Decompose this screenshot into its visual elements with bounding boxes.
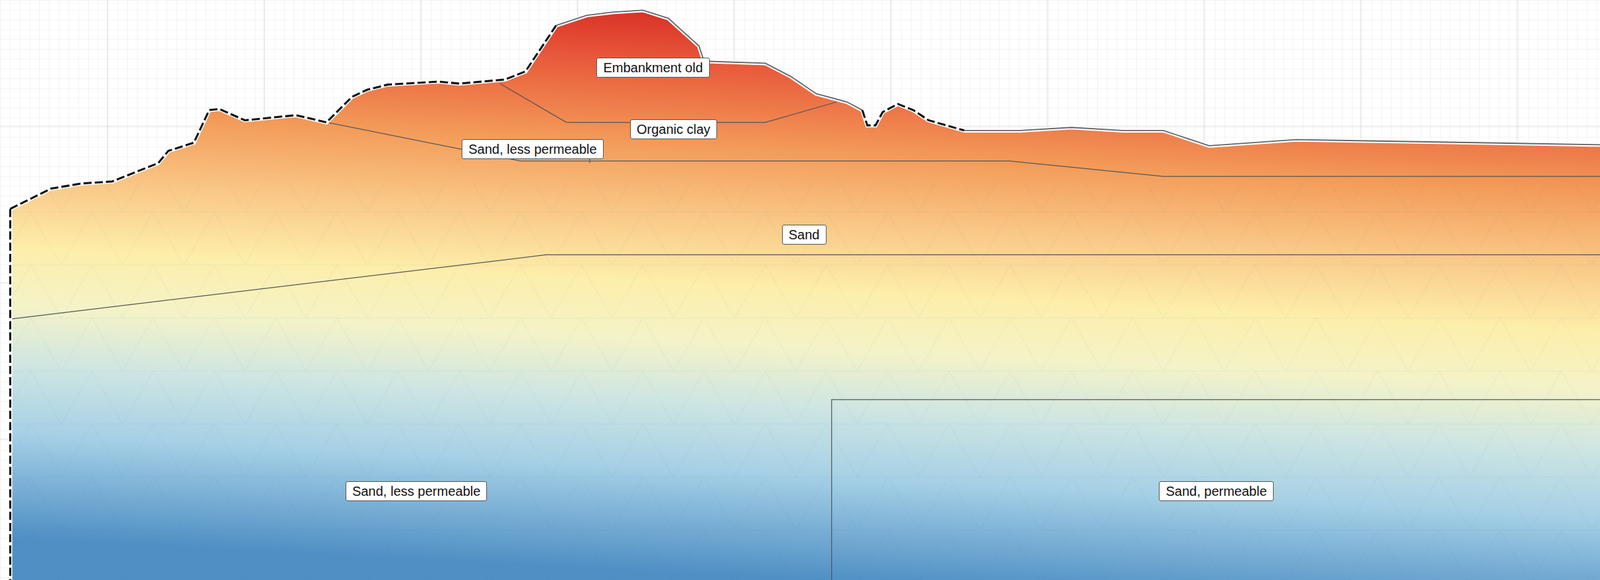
boundary-halo bbox=[7, 208, 12, 580]
mesh bbox=[0, 0, 1600, 184]
ground-surface bbox=[964, 127, 1600, 146]
layer-label: Sand, less permeable bbox=[345, 481, 487, 502]
layer-label: Sand, permeable bbox=[1158, 481, 1273, 502]
ground-surface bbox=[555, 9, 862, 111]
layer-label: Organic clay bbox=[630, 119, 718, 140]
layer-name: Embankment old bbox=[602, 59, 703, 76]
layer-boundary bbox=[831, 400, 1600, 580]
layer-name: Sand bbox=[788, 226, 820, 243]
ground-surface bbox=[9, 208, 12, 580]
surface-halo bbox=[9, 9, 1600, 209]
layer-name: Sand, less permeable bbox=[352, 483, 481, 500]
layer-boundary bbox=[500, 83, 838, 123]
layer-label: Embankment old bbox=[596, 57, 710, 78]
ground-surface bbox=[9, 25, 556, 209]
ground-surface bbox=[862, 104, 965, 131]
layer-label: Sand, less permeable bbox=[461, 139, 603, 160]
layer-name: Sand, less permeable bbox=[468, 141, 597, 158]
layer-label: Sand bbox=[782, 224, 827, 245]
layer-name: Organic clay bbox=[636, 121, 711, 138]
mesh bbox=[0, 183, 1600, 580]
layer-name: Sand, permeable bbox=[1165, 483, 1267, 500]
layer-boundary bbox=[9, 254, 1600, 320]
